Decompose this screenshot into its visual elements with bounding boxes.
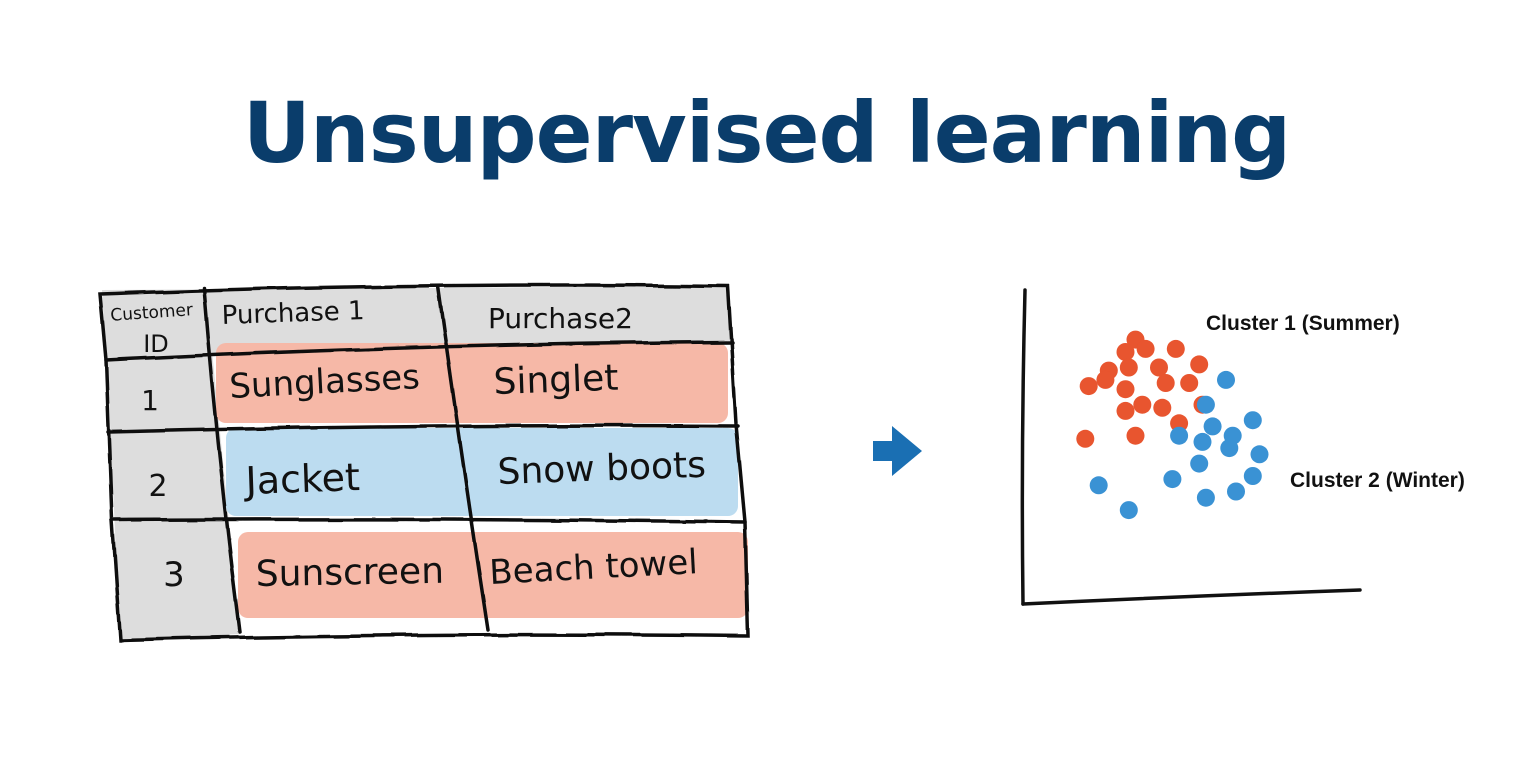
summer-point-2 bbox=[1116, 343, 1135, 361]
winter-point-11 bbox=[1190, 454, 1209, 473]
table-outer-border bbox=[98, 283, 750, 642]
row-2-purchase2: Snow boots bbox=[497, 445, 707, 493]
table-line-col1 bbox=[202, 286, 242, 634]
winter-point-8 bbox=[1220, 439, 1239, 458]
winter-point-9 bbox=[1250, 445, 1269, 464]
cluster-2-label: Cluster 2 (Winter) bbox=[1290, 469, 1465, 492]
summer-point-6 bbox=[1119, 358, 1138, 377]
summer-point-8 bbox=[1190, 355, 1209, 374]
scatter-points bbox=[1076, 330, 1269, 520]
winter-point-16 bbox=[1119, 501, 1138, 520]
winter-point-14 bbox=[1196, 488, 1215, 507]
winter-point-5 bbox=[1243, 411, 1262, 430]
right-arrow-icon bbox=[873, 426, 922, 476]
winter-point-2 bbox=[1217, 370, 1235, 389]
summer-point-14 bbox=[1116, 401, 1135, 420]
winter-point-15 bbox=[1089, 476, 1108, 495]
table-line-row2 bbox=[110, 517, 747, 524]
row-2-highlight bbox=[226, 428, 738, 516]
table-line-header bbox=[104, 340, 734, 362]
summer-point-9 bbox=[1079, 377, 1098, 396]
summer-point-13 bbox=[1180, 374, 1199, 392]
row-1-id: 1 bbox=[141, 384, 159, 417]
header-purchase1-label: Purchase 1 bbox=[221, 296, 365, 331]
summer-point-12 bbox=[1156, 374, 1175, 392]
x-axis bbox=[1021, 588, 1362, 606]
row-1-purchase2: Singlet bbox=[493, 358, 619, 403]
purchase-table: Customer ID Purchase 1 Purchase2 1 2 3 S… bbox=[98, 283, 750, 642]
summer-point-3 bbox=[1136, 339, 1155, 358]
cluster-scatter-plot bbox=[1020, 288, 1362, 606]
summer-point-15 bbox=[1133, 395, 1152, 414]
row-1-purchase1: Sunglasses bbox=[228, 357, 420, 407]
summer-point-7 bbox=[1150, 358, 1168, 377]
winter-point-7 bbox=[1193, 432, 1212, 451]
summer-point-11 bbox=[1116, 380, 1135, 399]
winter-point-12 bbox=[1243, 467, 1262, 485]
row-3-id: 3 bbox=[163, 555, 185, 595]
summer-point-10 bbox=[1096, 370, 1115, 389]
header-id-label: ID bbox=[143, 330, 169, 358]
id-column-background bbox=[104, 290, 240, 640]
winter-point-6 bbox=[1170, 426, 1189, 445]
row-3-highlight bbox=[238, 532, 748, 618]
summer-point-20 bbox=[1126, 426, 1145, 445]
winter-point-13 bbox=[1227, 482, 1245, 501]
winter-point-1 bbox=[1196, 395, 1215, 414]
row-2-id: 2 bbox=[148, 469, 167, 504]
page-title: Unsupervised learning bbox=[242, 84, 1292, 183]
table-header-background bbox=[102, 286, 732, 358]
winter-point-3 bbox=[1203, 417, 1222, 436]
cluster-1-label: Cluster 1 (Summer) bbox=[1206, 312, 1400, 335]
header-purchase2-label: Purchase2 bbox=[488, 302, 633, 335]
row-3-purchase1: Sunscreen bbox=[255, 551, 444, 595]
summer-point-16 bbox=[1153, 398, 1172, 417]
table-line-row1 bbox=[106, 423, 740, 434]
row-1-highlight bbox=[216, 343, 728, 423]
row-2-purchase1: Jacket bbox=[243, 455, 361, 503]
summer-point-17 bbox=[1170, 414, 1189, 433]
table-line-col2 bbox=[436, 284, 490, 632]
winter-point-10 bbox=[1163, 470, 1182, 489]
y-axis bbox=[1020, 288, 1027, 606]
summer-point-4 bbox=[1166, 339, 1185, 358]
summer-point-19 bbox=[1076, 429, 1095, 448]
